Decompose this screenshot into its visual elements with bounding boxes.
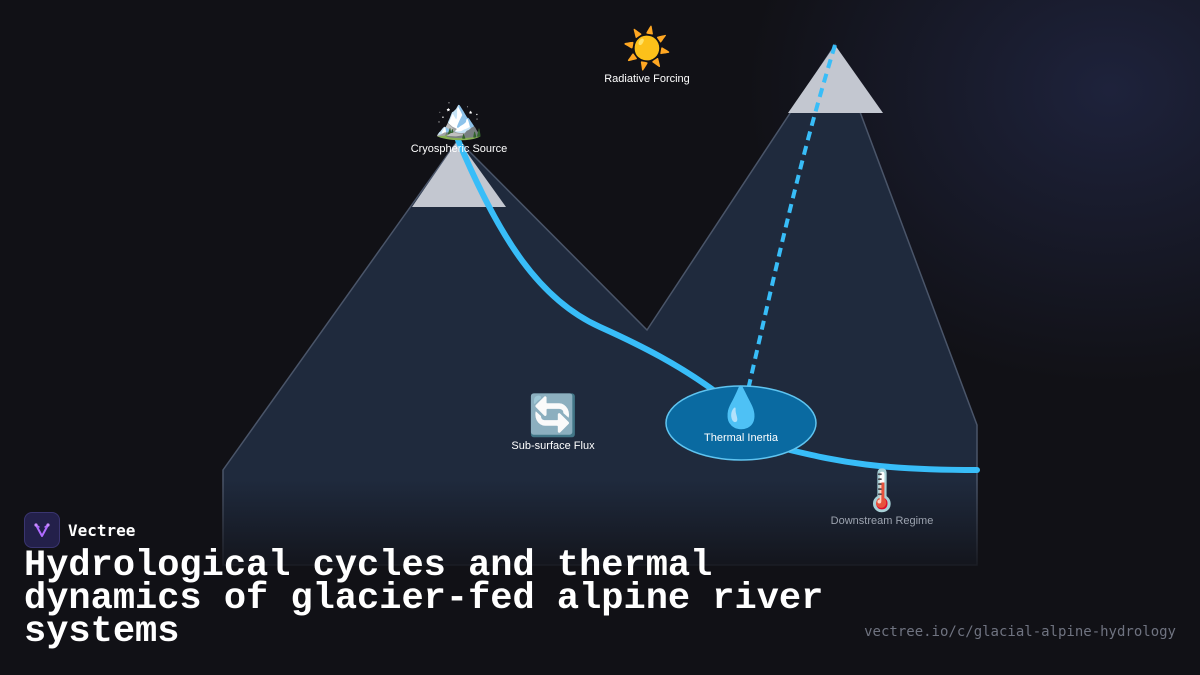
node-cryospheric-source: 🏔️ Cryospheric Source: [399, 96, 519, 155]
meltwater-river-path: [455, 137, 723, 398]
node-thermal-inertia: 💧 Thermal Inertia: [691, 385, 791, 444]
source-url[interactable]: vectree.io/c/glacial-alpine-hydrology: [864, 624, 1176, 640]
radiative-forcing-label: Radiative Forcing: [604, 73, 690, 85]
outflow-river-path: [787, 447, 980, 473]
droplet-icon: 💧: [716, 386, 766, 430]
thermometer-icon: 🌡️: [857, 469, 907, 513]
cycle-arrows-icon: 🔄: [528, 394, 578, 438]
bottom-fade-overlay: [0, 480, 1200, 675]
vectree-logo-icon: [24, 512, 60, 548]
sub-surface-flux-label: Sub-surface Flux: [511, 440, 595, 452]
node-sub-surface-flux: 🔄 Sub-surface Flux: [498, 393, 608, 452]
node-downstream-regime: 🌡️ Downstream Regime: [822, 468, 942, 527]
node-radiative-forcing: ☀️ Radiative Forcing: [597, 26, 697, 85]
thermal-inertia-label: Thermal Inertia: [704, 432, 778, 444]
brand[interactable]: Vectree: [24, 512, 135, 548]
page-title: Hydrological cycles and thermal dynamics…: [24, 545, 824, 653]
cryospheric-source-label: Cryospheric Source: [410, 143, 508, 155]
right-peak-snowcap: [788, 45, 883, 113]
thermal-pool: [665, 385, 817, 461]
radiation-dashed-path: [746, 44, 837, 391]
downstream-regime-label: Downstream Regime: [830, 515, 934, 527]
sun-icon: ☀️: [622, 27, 672, 71]
brand-name: Vectree: [68, 520, 136, 540]
snow-mountain-icon: 🏔️: [434, 97, 484, 141]
